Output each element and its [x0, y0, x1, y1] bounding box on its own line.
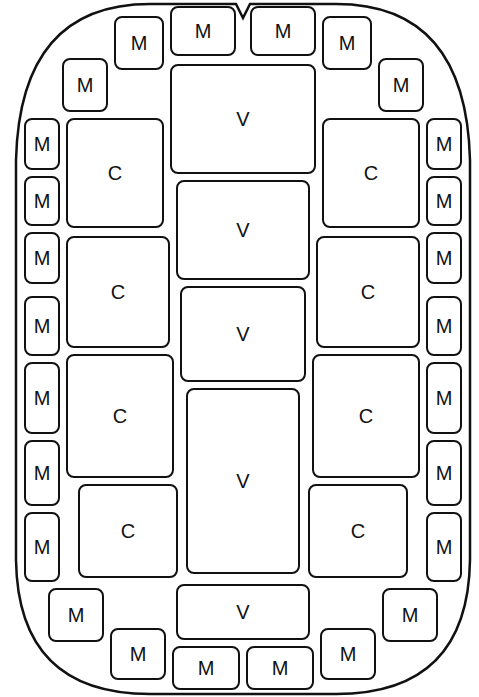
scute-label: M [198, 658, 215, 678]
scute: C [66, 118, 164, 228]
scute-label: C [351, 521, 365, 541]
scute-label: M [77, 75, 94, 95]
scute-label: M [34, 463, 51, 483]
scute-label: V [236, 109, 249, 129]
scute: M [114, 16, 164, 70]
scute-label: C [108, 163, 122, 183]
scute-label: M [34, 248, 51, 268]
scute-label: M [436, 388, 453, 408]
scute: M [24, 362, 60, 434]
scute-label: V [236, 220, 249, 240]
scute: M [322, 16, 372, 70]
scute: V [180, 286, 306, 382]
scute: C [308, 484, 408, 578]
scute: V [176, 180, 310, 280]
scute: C [316, 236, 420, 348]
scute: M [250, 6, 316, 56]
scute: M [320, 628, 376, 680]
scute-label: M [393, 75, 410, 95]
scute: V [176, 584, 310, 640]
scute-label: C [121, 521, 135, 541]
scute: M [170, 6, 236, 56]
scute-label: M [436, 316, 453, 336]
scute: C [78, 484, 178, 578]
scute-label: M [195, 21, 212, 41]
scute: M [426, 440, 462, 506]
scute: M [426, 176, 462, 226]
scute-label: M [272, 658, 289, 678]
scute: V [186, 388, 300, 574]
scute: M [24, 512, 60, 582]
scute-label: M [340, 644, 357, 664]
scute: V [170, 64, 316, 174]
scute-label: M [275, 21, 292, 41]
scute-label: M [34, 316, 51, 336]
scute-label: C [364, 163, 378, 183]
scute: M [426, 118, 462, 170]
scute-label: M [130, 644, 147, 664]
scute-label: C [113, 406, 127, 426]
scute-label: M [34, 134, 51, 154]
scute: C [66, 236, 170, 348]
scute: M [382, 588, 438, 642]
scute-label: C [111, 282, 125, 302]
scute-label: V [236, 471, 249, 491]
scute: M [426, 296, 462, 356]
scute-label: M [131, 33, 148, 53]
scute: M [24, 118, 60, 170]
scute-label: M [339, 33, 356, 53]
scute-label: M [402, 605, 419, 625]
scute: M [110, 628, 166, 680]
scute: M [24, 440, 60, 506]
scute-label: V [236, 324, 249, 344]
scute-label: M [436, 191, 453, 211]
scute-label: M [34, 191, 51, 211]
scute-label: M [34, 537, 51, 557]
scute: C [312, 354, 420, 478]
scute: M [246, 646, 314, 690]
scute-label: C [361, 282, 375, 302]
scute: M [426, 362, 462, 434]
scute: M [24, 176, 60, 226]
scute-label: C [359, 406, 373, 426]
scute: M [172, 646, 240, 690]
scute-label: M [436, 134, 453, 154]
scute: M [24, 296, 60, 356]
scute-label: M [68, 605, 85, 625]
scute-label: M [436, 248, 453, 268]
shell-border [16, 4, 470, 694]
scute-label: M [436, 537, 453, 557]
scute: M [24, 232, 60, 284]
scute-label: M [436, 463, 453, 483]
scute: M [378, 58, 424, 112]
scute-label: V [236, 602, 249, 622]
scute: M [62, 58, 108, 112]
scute: M [426, 512, 462, 582]
scute: C [322, 118, 420, 228]
scute-label: M [34, 388, 51, 408]
scute: M [48, 588, 104, 642]
scute: M [426, 232, 462, 284]
scute: C [66, 354, 174, 478]
